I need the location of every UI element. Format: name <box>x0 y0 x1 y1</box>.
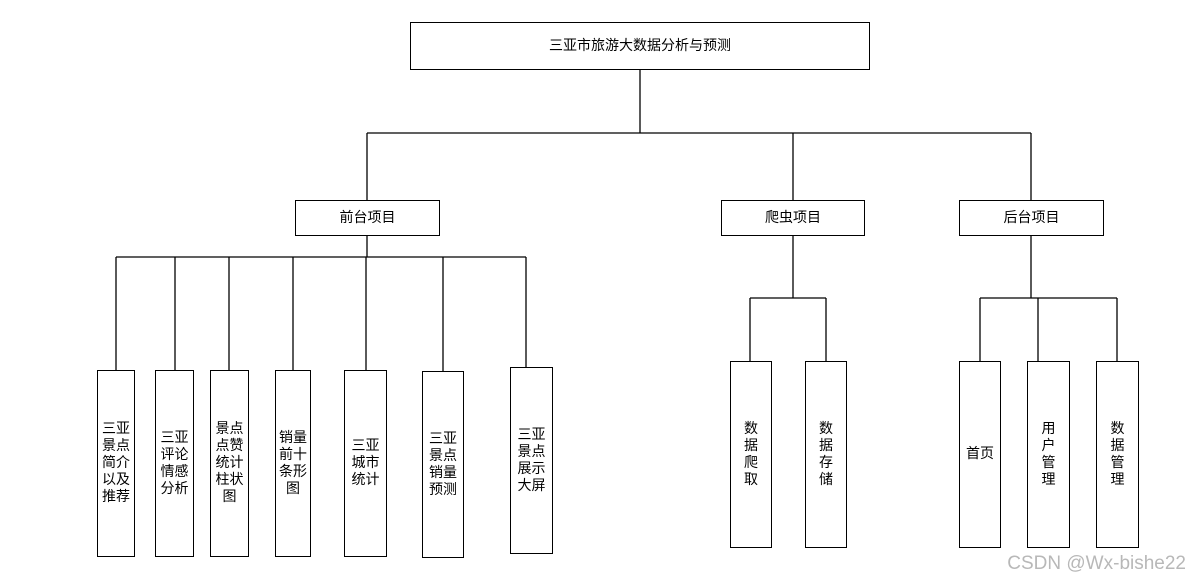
frontend-leaf: 三亚评论情感分析 <box>155 370 194 557</box>
crawler-leaf: 数据存储 <box>805 361 847 548</box>
frontend-leaf: 三亚景点简介以及推荐 <box>97 370 135 557</box>
root-label: 三亚市旅游大数据分析与预测 <box>549 37 731 54</box>
root-node: 三亚市旅游大数据分析与预测 <box>410 22 870 70</box>
frontend-leaf-label: 三亚城市统计 <box>351 438 380 488</box>
frontend-leaf-label: 销量前十条形图 <box>279 429 307 497</box>
frontend-leaf: 景点点赞统计柱状图 <box>210 370 249 557</box>
watermark: CSDN @Wx-bishe22 <box>1007 553 1186 574</box>
backend-node: 后台项目 <box>959 200 1104 236</box>
backend-label: 后台项目 <box>1003 209 1060 226</box>
frontend-leaf: 三亚景点展示大屏 <box>510 367 553 554</box>
frontend-leaf-label: 三亚景点销量预测 <box>429 430 457 498</box>
frontend-leaf: 三亚城市统计 <box>344 370 387 557</box>
crawler-leaf-label: 数据存储 <box>819 420 833 488</box>
backend-leaf: 用户管理 <box>1027 361 1070 548</box>
backend-leaf: 首页 <box>959 361 1001 548</box>
frontend-leaf-label: 景点点赞统计柱状图 <box>215 421 244 505</box>
backend-leaf-label: 用户管理 <box>1041 420 1056 488</box>
crawler-node: 爬虫项目 <box>721 200 865 236</box>
backend-leaf-label: 首页 <box>966 446 994 462</box>
frontend-label: 前台项目 <box>339 209 396 226</box>
backend-leaf: 数据管理 <box>1096 361 1139 548</box>
frontend-leaf: 销量前十条形图 <box>275 370 311 557</box>
backend-leaf-label: 数据管理 <box>1110 420 1125 488</box>
crawler-leaf-label: 数据爬取 <box>744 420 758 488</box>
crawler-label: 爬虫项目 <box>765 209 821 226</box>
frontend-leaf-label: 三亚景点展示大屏 <box>517 426 546 494</box>
frontend-leaf-label: 三亚评论情感分析 <box>160 429 189 497</box>
crawler-leaf: 数据爬取 <box>730 361 772 548</box>
frontend-node: 前台项目 <box>295 200 440 236</box>
frontend-leaf: 三亚景点销量预测 <box>422 371 464 558</box>
frontend-leaf-label: 三亚景点简介以及推荐 <box>102 421 130 505</box>
